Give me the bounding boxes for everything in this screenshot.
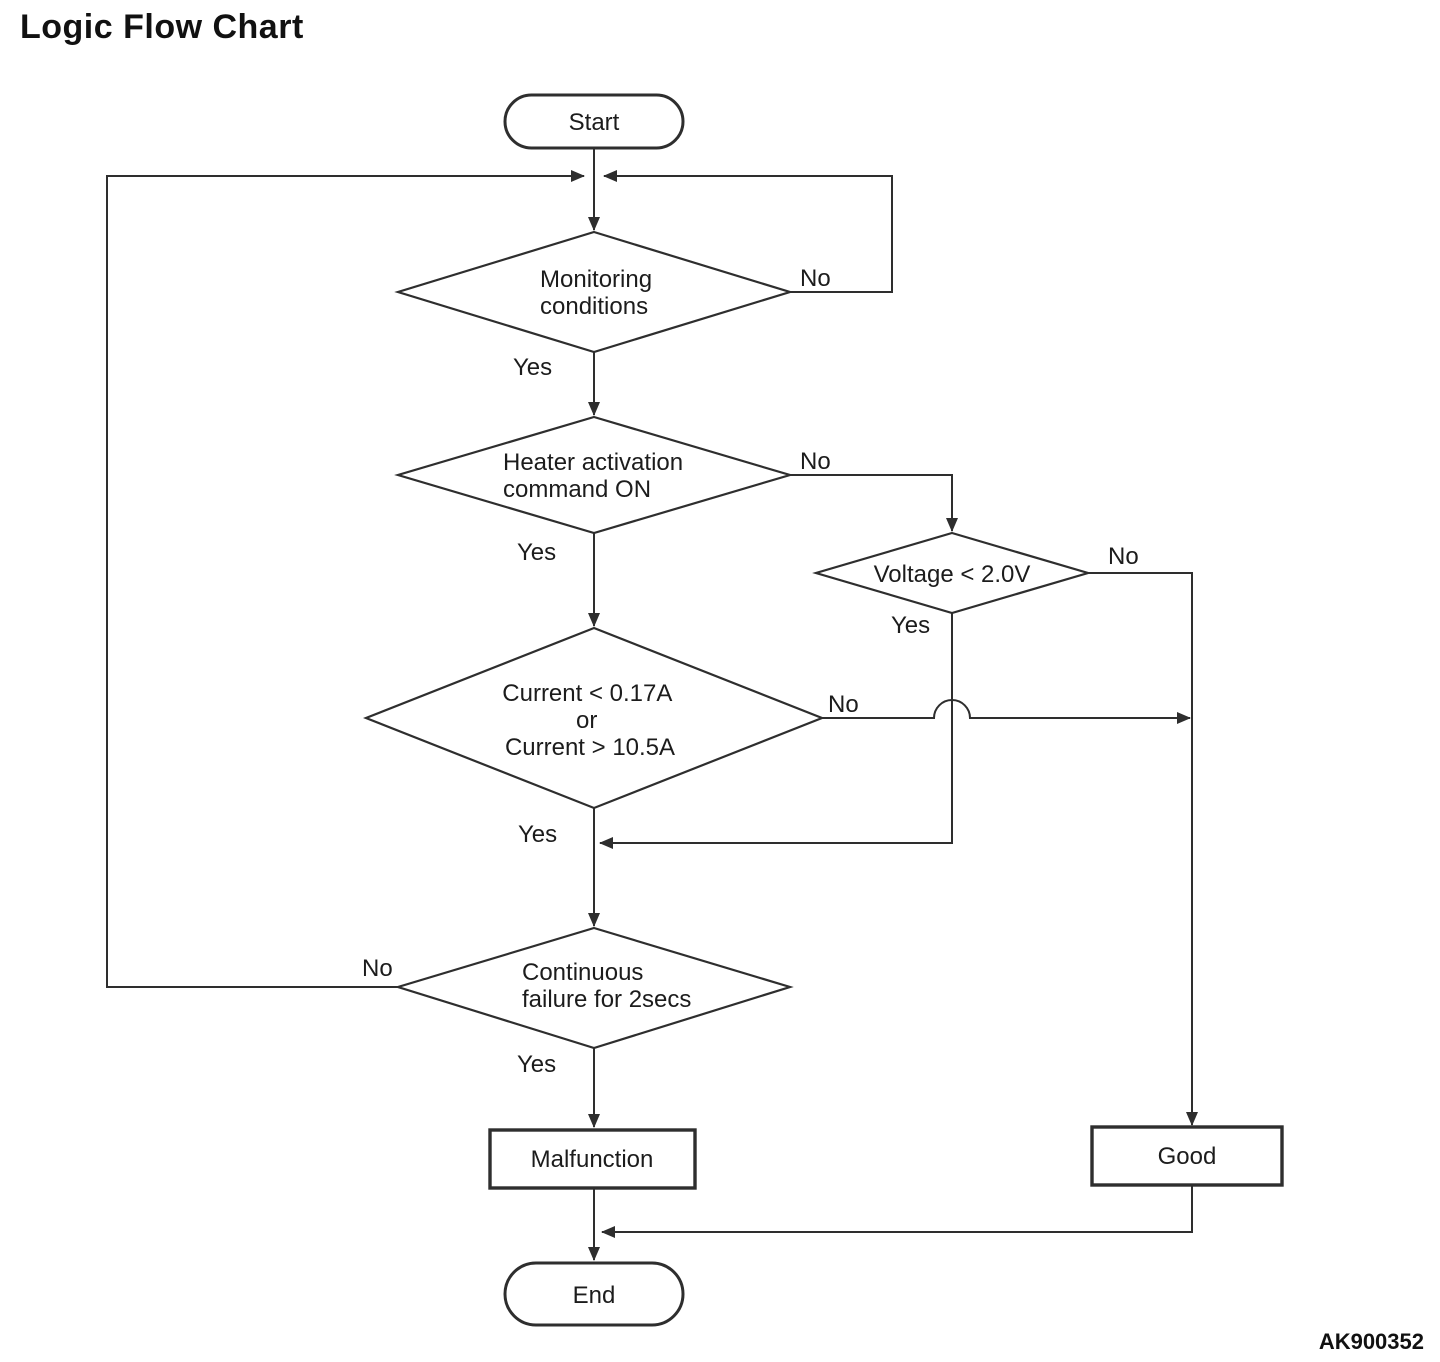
label-heater-no: No	[800, 448, 831, 475]
good-label: Good	[1158, 1143, 1217, 1170]
node-monitoring-conditions: Monitoring conditions	[394, 230, 794, 354]
continuous-shape	[394, 926, 794, 1050]
good-shape	[1090, 1125, 1284, 1187]
voltage-label: Voltage < 2.0V	[874, 561, 1031, 588]
current-label: Current < 0.17A or Current > 10.5A	[502, 680, 677, 761]
label-monitoring-yes: Yes	[513, 354, 552, 381]
node-malfunction: Malfunction	[488, 1128, 697, 1190]
node-start: Start	[503, 93, 685, 150]
malfunction-label: Malfunction	[531, 1146, 654, 1173]
node-good: Good	[1090, 1125, 1284, 1187]
edge-voltage-yes	[599, 613, 953, 849]
start-shape	[503, 93, 685, 150]
heater-shape	[394, 415, 794, 535]
label-current-no: No	[828, 691, 859, 718]
edge-monitoring-no-loop	[603, 170, 893, 293]
node-end: End	[503, 1261, 685, 1327]
edge-voltage-no	[1088, 572, 1198, 1126]
label-current-yes: Yes	[518, 821, 557, 848]
continuous-label: Continuous failure for 2secs	[522, 959, 691, 1013]
malfunction-shape	[488, 1128, 697, 1190]
edge-labels: No Yes No Yes No Yes No Yes No Yes	[362, 265, 1139, 1078]
voltage-shape	[812, 531, 1092, 615]
edges	[106, 148, 1198, 1261]
page-title: Logic Flow Chart	[20, 8, 304, 46]
node-continuous-failure: Continuous failure for 2secs	[394, 926, 794, 1050]
current-shape	[363, 626, 825, 810]
label-continuous-yes: Yes	[517, 1051, 556, 1078]
heater-label: Heater activation command ON	[503, 449, 690, 503]
label-continuous-no: No	[362, 955, 393, 982]
node-voltage-check: Voltage < 2.0V	[812, 531, 1092, 615]
edge-good-merge	[601, 1185, 1193, 1238]
nodes: Start Monitoring conditions Heater activ…	[363, 93, 1284, 1327]
edge-heater-no	[790, 474, 958, 532]
label-monitoring-no: No	[800, 265, 831, 292]
monitoring-shape	[394, 230, 794, 354]
label-voltage-yes: Yes	[891, 612, 930, 639]
node-current-check: Current < 0.17A or Current > 10.5A	[363, 626, 825, 810]
figure-code: AK900352	[1319, 1329, 1424, 1354]
edge-continuous-no-loop	[106, 170, 585, 988]
end-shape	[503, 1261, 685, 1327]
edge-current-no	[822, 699, 1191, 724]
end-label: End	[573, 1282, 616, 1309]
monitoring-label: Monitoring conditions	[540, 266, 659, 320]
label-voltage-no: No	[1108, 543, 1139, 570]
start-label: Start	[569, 109, 620, 136]
node-heater-activation: Heater activation command ON	[394, 415, 794, 535]
label-heater-yes: Yes	[517, 539, 556, 566]
